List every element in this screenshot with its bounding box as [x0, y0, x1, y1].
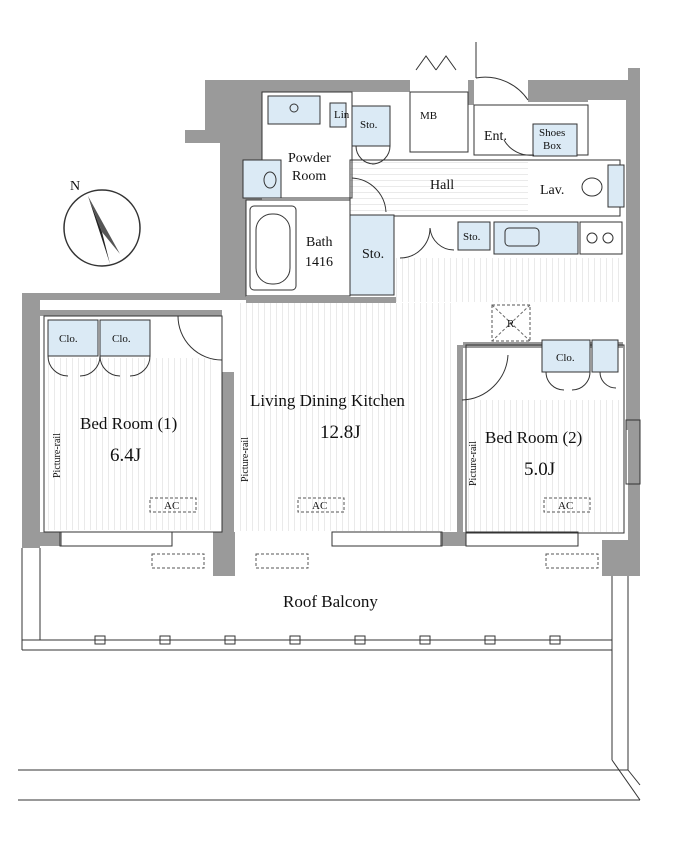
storage-1	[351, 105, 391, 147]
fixtures	[47, 95, 641, 569]
exterior-walls	[22, 68, 640, 576]
window-ldk	[331, 531, 443, 547]
closet-br2-label: Clo.	[556, 352, 575, 364]
closet-br2-b	[591, 339, 619, 373]
picture-rail-br2: Picture-rail	[468, 441, 479, 486]
meter-box-label: MB	[420, 110, 437, 122]
roof-balcony	[18, 548, 641, 801]
labels: Lin Sto. MB Ent. Shoes Box Powder Room H…	[52, 109, 582, 611]
hall-label: Hall	[430, 178, 454, 193]
window-br1	[59, 531, 173, 547]
north-arrow-icon	[88, 196, 110, 264]
closet-br1-a	[47, 319, 99, 357]
kitchen-storage-label: Sto.	[463, 231, 481, 243]
bedroom1-size-label: 6.4J	[110, 445, 141, 466]
ac-br2	[543, 497, 591, 513]
lavatory-label: Lav.	[540, 183, 564, 198]
ldk-label: Living Dining Kitchen	[250, 391, 405, 410]
linen-closet	[329, 102, 347, 128]
stove	[579, 221, 623, 255]
shoes-box-label-1: Shoes	[539, 127, 565, 139]
kitchen-sink	[493, 221, 579, 255]
refrigerator-space	[491, 304, 531, 342]
compass: N	[63, 179, 141, 267]
entrance-label: Ent.	[484, 129, 507, 144]
storage-2-label: Sto.	[362, 247, 384, 262]
bedroom1-label: Bed Room (1)	[80, 414, 177, 433]
closet-br1-b-label: Clo.	[112, 333, 131, 345]
bathtub	[249, 205, 297, 291]
ac-ldk	[297, 497, 345, 513]
kitchen-storage	[457, 221, 491, 251]
lav-counter	[607, 164, 625, 208]
picture-rail-br1: Picture-rail	[52, 433, 63, 478]
outdoor-unit-1	[151, 553, 205, 569]
picture-rail-ldk: Picture-rail	[240, 437, 251, 482]
bath-size-label: 1416	[305, 255, 333, 270]
bedroom2-size-label: 5.0J	[524, 459, 555, 480]
ldk-size-label: 12.8J	[320, 422, 361, 443]
doors	[47, 42, 617, 401]
linen-label: Lin	[334, 109, 350, 121]
shoes-box-label-2: Box	[543, 140, 562, 152]
powder-room-label-1: Powder	[288, 151, 331, 166]
closet-br2-a	[541, 339, 591, 373]
window-br2	[465, 531, 579, 547]
powder-room-label-2: Room	[292, 169, 326, 184]
toilet-powder	[242, 159, 282, 199]
ac-ldk-label: AC	[312, 500, 327, 512]
compass-north-label: N	[70, 179, 80, 194]
ac-br1-label: AC	[164, 500, 179, 512]
lav-toilet	[581, 177, 603, 197]
roof-balcony-label: Roof Balcony	[283, 592, 378, 611]
floors	[44, 160, 623, 532]
ac-br1	[149, 497, 197, 513]
outdoor-unit-3	[545, 553, 599, 569]
storage-1-label: Sto.	[360, 119, 378, 131]
ac-br2-label: AC	[558, 500, 573, 512]
shoes-box	[532, 123, 578, 157]
vanity-sink	[267, 95, 321, 125]
closet-br1-b	[99, 319, 151, 357]
bedroom2-label: Bed Room (2)	[485, 428, 582, 447]
closet-br1-a-label: Clo.	[59, 333, 78, 345]
outdoor-unit-2	[255, 553, 309, 569]
window-side	[625, 419, 641, 485]
refrigerator-label: R	[507, 318, 515, 330]
storage-2	[349, 214, 395, 296]
bath-label: Bath	[306, 235, 332, 250]
